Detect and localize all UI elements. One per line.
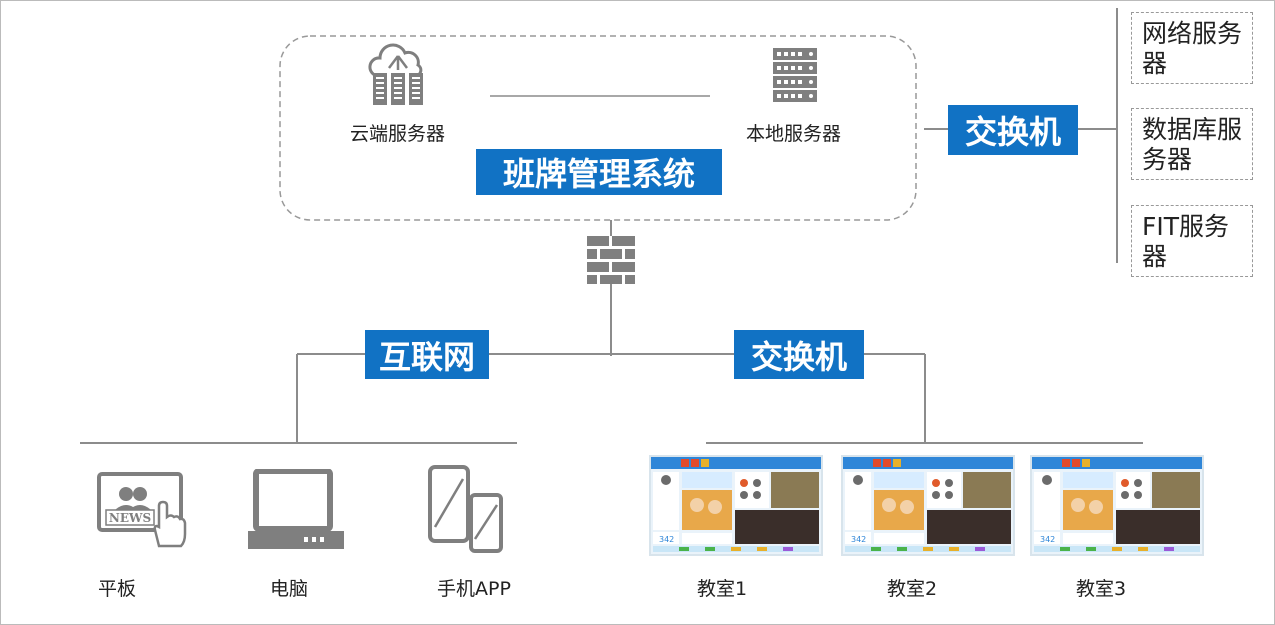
network-server-box: 网络服务器 — [1131, 12, 1253, 84]
firewall-icon — [587, 236, 635, 284]
system-title-badge: 班牌管理系统 — [476, 149, 722, 195]
mobile-phone-icon — [428, 465, 503, 553]
classroom-screen-1: 342 — [649, 455, 823, 556]
device-label-computer: 电脑 — [270, 578, 309, 600]
cloud-server-icon — [368, 43, 423, 105]
classroom-screen-number: 342 — [851, 535, 866, 544]
tablet-news-text: NEWS — [109, 511, 151, 525]
device-label-tablet: 平板 — [98, 578, 137, 600]
classroom-label-1: 教室1 — [697, 578, 748, 600]
switch-bottom-badge: 交换机 — [734, 330, 864, 379]
switch-top-badge: 交换机 — [948, 105, 1078, 155]
database-server-box: 数据库服务器 — [1131, 108, 1253, 180]
internet-badge: 互联网 — [365, 330, 489, 379]
cloud-server-label: 云端服务器 — [350, 123, 446, 145]
classroom-label-2: 教室2 — [887, 578, 938, 600]
classroom-screen-number: 342 — [1040, 535, 1055, 544]
local-server-label: 本地服务器 — [746, 123, 842, 145]
local-server-icon — [773, 48, 817, 102]
tablet-icon: NEWS — [97, 472, 187, 548]
classroom-screen-number: 342 — [659, 535, 674, 544]
laptop-icon — [248, 469, 344, 549]
classroom-label-3: 教室3 — [1076, 578, 1127, 600]
classroom-screen-3: 342 — [1030, 455, 1204, 556]
fit-server-box: FIT服务器 — [1131, 205, 1253, 277]
device-label-mobile-app: 手机APP — [437, 578, 511, 600]
classroom-screen-2: 342 — [841, 455, 1015, 556]
